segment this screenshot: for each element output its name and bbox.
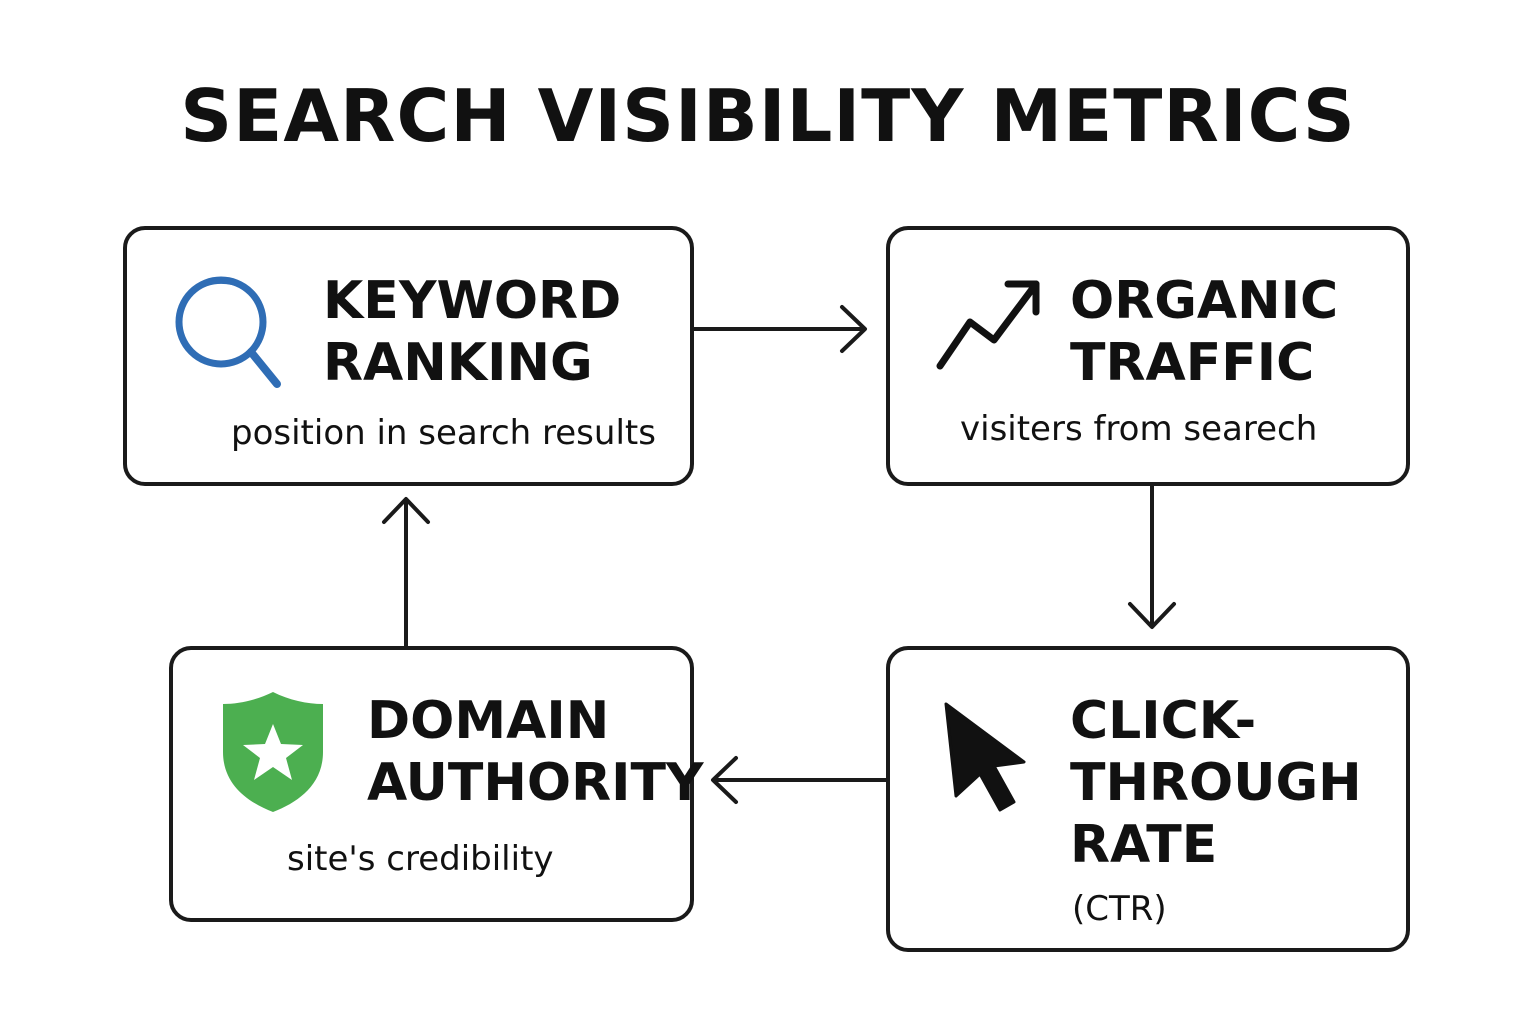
cursor-icon — [938, 698, 1038, 822]
trending-up-icon — [934, 274, 1054, 378]
domain-authority-title-line-2: AUTHORITY — [367, 753, 704, 813]
node-keyword-ranking: KEYWORD RANKING position in search resul… — [123, 226, 694, 486]
organic-traffic-subtitle: visiters from searech — [960, 409, 1318, 449]
domain-authority-subtitle: site's credibility — [287, 839, 554, 879]
shield-star-icon — [217, 688, 329, 820]
organic-traffic-title-line-2: TRAFFIC — [1070, 333, 1315, 393]
organic-traffic-title-line-1: ORGANIC — [1070, 271, 1339, 331]
arrow-keyword-to-traffic — [692, 305, 867, 353]
domain-authority-title-line-1: DOMAIN — [367, 691, 610, 751]
arrow-ctr-to-domain — [711, 756, 888, 804]
node-organic-traffic: ORGANIC TRAFFIC visiters from searech — [886, 226, 1410, 486]
arrow-traffic-to-ctr — [1128, 484, 1176, 629]
click-through-rate-title-line-2: THROUGH — [1070, 753, 1362, 813]
search-icon — [165, 266, 295, 400]
node-domain-authority: DOMAIN AUTHORITY site's credibility — [169, 646, 704, 922]
click-through-rate-title-line-1: CLICK- — [1070, 691, 1257, 751]
arrow-domain-to-keyword — [382, 497, 430, 648]
organic-traffic-title: ORGANIC TRAFFIC — [1070, 270, 1338, 394]
click-through-rate-title-line-3: RATE — [1070, 815, 1218, 875]
keyword-ranking-title-line-1: KEYWORD — [323, 271, 622, 331]
click-through-rate-title: CLICK- THROUGH RATE — [1070, 690, 1362, 876]
domain-authority-title: DOMAIN AUTHORITY — [367, 690, 704, 814]
keyword-ranking-title: KEYWORD RANKING — [323, 270, 621, 394]
node-click-through-rate: CLICK- THROUGH RATE (CTR) — [886, 646, 1410, 952]
keyword-ranking-title-line-2: RANKING — [323, 333, 593, 393]
click-through-rate-subtitle: (CTR) — [1072, 889, 1167, 929]
keyword-ranking-subtitle: position in search results — [231, 413, 656, 453]
page-title: SEARCH VISIBILITY METRICS — [180, 74, 1356, 158]
